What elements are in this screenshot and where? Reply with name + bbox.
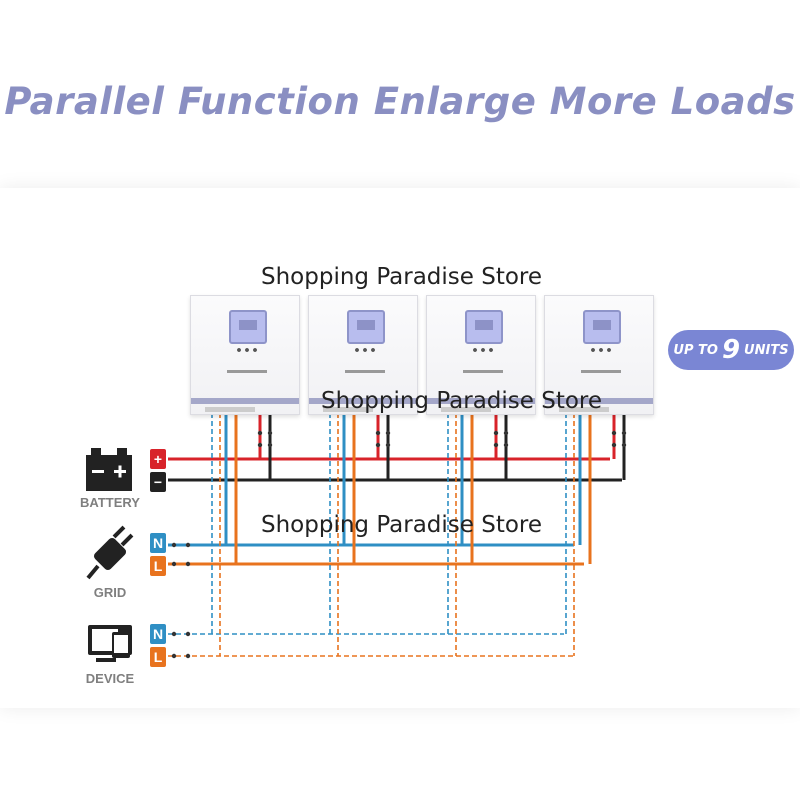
grid-line-tag: L — [150, 556, 166, 576]
lcd-screen — [229, 310, 267, 344]
inverter-unit — [544, 295, 654, 415]
switch-dot — [171, 561, 177, 567]
lcd-screen — [465, 310, 503, 344]
device-label: DEVICE — [85, 671, 135, 686]
inverter-band — [191, 398, 299, 404]
badge-suffix: UNITS — [744, 342, 789, 358]
battery-positive-tag: + — [150, 449, 166, 469]
switch-dot — [185, 542, 191, 548]
breaker-dot — [385, 430, 391, 436]
inverter-unit — [190, 295, 300, 415]
inverter-unit — [426, 295, 536, 415]
breaker-dot — [493, 430, 499, 436]
brand-mark — [227, 370, 267, 373]
plug-icon — [86, 525, 134, 580]
breaker-dot — [267, 430, 273, 436]
control-buttons — [471, 348, 495, 352]
inverter-plate — [323, 407, 373, 412]
inverter-band — [309, 398, 417, 404]
control-buttons — [235, 348, 259, 352]
control-buttons — [353, 348, 377, 352]
breaker-dot — [503, 430, 509, 436]
switch-dot — [171, 631, 177, 637]
switch-dot — [171, 653, 177, 659]
watermark-text: Shopping Paradise Store — [321, 388, 603, 414]
inverter-plate — [441, 407, 491, 412]
breaker-dot — [621, 442, 627, 448]
switch-dot — [185, 631, 191, 637]
inverter-plate — [559, 407, 609, 412]
inverter-band — [545, 398, 653, 404]
watermark-text: Shopping Paradise Store — [261, 512, 543, 538]
switch-dot — [185, 561, 191, 567]
breaker-dot — [385, 442, 391, 448]
inverter-unit — [308, 295, 418, 415]
units-badge: UP TO 9 UNITS — [668, 330, 794, 370]
page-title: Parallel Function Enlarge More Loads — [4, 80, 796, 123]
breaker-dot — [257, 430, 263, 436]
breaker-dot — [611, 430, 617, 436]
grid-label: GRID — [93, 585, 127, 600]
breaker-dot — [503, 442, 509, 448]
brand-mark — [345, 370, 385, 373]
breaker-dot — [621, 430, 627, 436]
lcd-screen — [583, 310, 621, 344]
breaker-dot — [267, 442, 273, 448]
switch-dot — [185, 653, 191, 659]
brand-mark — [463, 370, 503, 373]
device-neutral-tag: N — [150, 624, 166, 644]
brand-mark — [581, 370, 621, 373]
battery-icon — [86, 448, 132, 491]
watermark-text: Shopping Paradise Store — [261, 264, 543, 290]
lcd-screen — [347, 310, 385, 344]
battery-label: BATTERY — [80, 495, 140, 510]
inverter-plate — [205, 407, 255, 412]
breaker-dot — [375, 430, 381, 436]
switch-dot — [171, 542, 177, 548]
grid-neutral-tag: N — [150, 533, 166, 553]
device-icon — [88, 625, 132, 662]
battery-negative-tag: − — [150, 472, 166, 492]
breaker-dot — [493, 442, 499, 448]
breaker-dot — [257, 442, 263, 448]
breaker-dot — [611, 442, 617, 448]
breaker-dot — [375, 442, 381, 448]
diagram-panel — [0, 188, 800, 708]
control-buttons — [589, 348, 613, 352]
badge-prefix: UP TO — [673, 342, 718, 358]
badge-number: 9 — [721, 335, 741, 365]
inverter-band — [427, 398, 535, 404]
device-line-tag: L — [150, 647, 166, 667]
